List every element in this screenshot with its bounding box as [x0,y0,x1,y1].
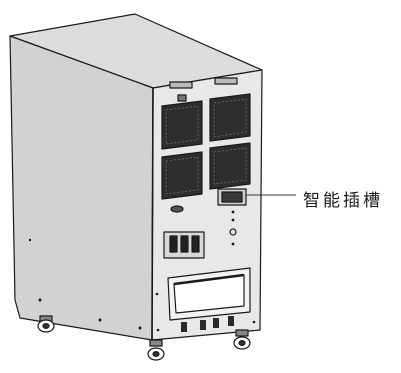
vent-grille-bottom-left [161,151,203,200]
terminal-cover [167,267,251,321]
status-knob [229,228,237,236]
top-connectors [169,77,238,102]
vent-grille-bottom-right [209,142,251,190]
caster-back-right [233,329,251,350]
vent-grille-top-left [161,100,203,150]
caster-front-left [37,315,55,333]
caster-front-right [147,339,165,361]
breaker-block [163,231,205,259]
indicator-dots [231,210,235,246]
side-screws [28,238,142,330]
callout-label-intelligent-slot: 智能插槽 [303,191,383,211]
port-oval [170,205,184,213]
vent-grille-top-right [209,93,251,142]
cabinet-side-face [9,35,154,341]
bottom-outlets [181,316,234,332]
intelligent-slot [217,188,247,206]
vent-grilles [161,93,251,200]
back-screws [155,292,256,332]
